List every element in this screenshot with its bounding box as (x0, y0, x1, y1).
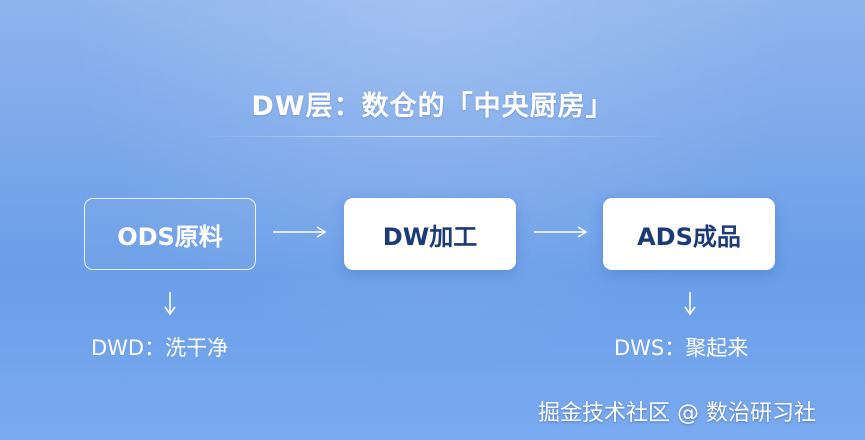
arrow-down-icon (164, 292, 176, 316)
node-ads: ADS成品 (603, 198, 775, 270)
title-divider (195, 136, 675, 137)
node-ods: ODS原料 (84, 198, 256, 270)
arrow-right-icon (273, 226, 327, 238)
arrow-right-icon (534, 226, 588, 238)
note-dwd: DWD：洗干净 (91, 336, 229, 360)
node-ods-label: ODS原料 (117, 222, 223, 251)
arrow-down-icon (684, 292, 696, 316)
diagram-title: DW层：数仓的「中央厨房」 (251, 91, 614, 122)
watermark: 掘金技术社区 @ 数治研习社 (538, 401, 816, 426)
node-dw-label: DW加工 (382, 222, 478, 251)
node-ads-label: ADS成品 (637, 222, 741, 251)
node-dw: DW加工 (344, 198, 516, 270)
note-dws: DWS：聚起来 (614, 336, 749, 360)
